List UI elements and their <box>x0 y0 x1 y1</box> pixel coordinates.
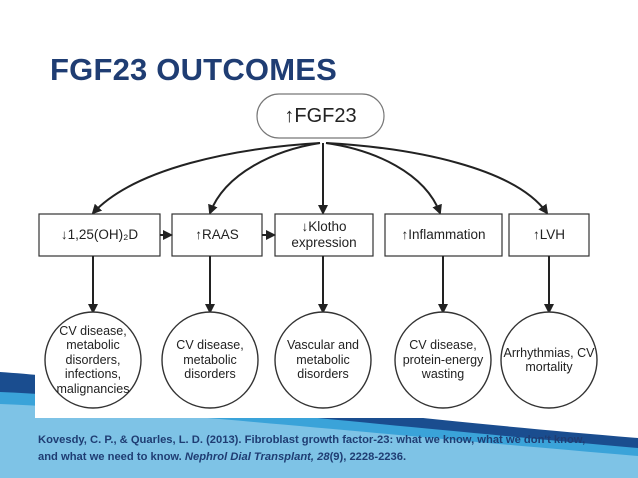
mid-node-label-klotho: ↓Klotho expression <box>291 219 357 250</box>
top-node-fgf23 <box>256 93 385 139</box>
outcome-circle-3 <box>274 311 372 409</box>
outcome-label-4: CV disease, protein-energy wasting <box>402 338 484 382</box>
mid-box-raas <box>171 213 263 257</box>
citation-authors: Kovesdy, C. P., & Quarles, L. D. (2013).… <box>38 434 586 463</box>
mid-box-inflammation <box>384 213 503 257</box>
top-node-label: ↑FGF23 <box>284 104 357 127</box>
arrow-to-vitamin-d <box>91 142 321 215</box>
arrow-to-raas <box>208 142 321 215</box>
wave-highlight-band <box>0 404 638 478</box>
citation-journal: Nephrol Dial Transplant, 28 <box>184 451 330 463</box>
outcome-circle-4 <box>394 311 492 409</box>
arrow-to-inflammation <box>325 142 442 215</box>
mid-node-label-lvh: ↑LVH <box>532 227 565 243</box>
slide-title: FGF23 OUTCOMES <box>50 52 337 87</box>
outcome-label-2: CV disease, metabolic disorders <box>176 338 244 382</box>
outcome-circle-5 <box>500 311 598 409</box>
mid-node-label-vitamin-d: ↓1,25(OH)₂D <box>60 227 139 243</box>
arrow-to-lvh <box>325 142 549 215</box>
citation-issue-pages: (9), 2228-2236. <box>329 451 407 463</box>
mid-box-vitamin-d <box>38 213 161 257</box>
citation: Kovesdy, C. P., & Quarles, L. D. (2013).… <box>38 432 598 466</box>
diagram-connectors <box>38 93 598 409</box>
mid-node-label-raas: ↑RAAS <box>195 227 239 243</box>
outcome-label-3: Vascular and metabolic disorders <box>286 338 360 382</box>
outcome-circle-2 <box>161 311 259 409</box>
fgf23-outcomes-diagram: ↑FGF23 ↓1,25(OH)₂D ↑RAAS ↓Klotho express… <box>35 88 602 418</box>
outcome-circle-1 <box>44 311 142 409</box>
mid-node-label-inflammation: ↑Inflammation <box>401 227 486 243</box>
outcome-label-5: Arrhythmias, CV mortality <box>503 345 595 374</box>
outcome-label-1: CV disease, metabolic disorders, infecti… <box>56 324 130 396</box>
